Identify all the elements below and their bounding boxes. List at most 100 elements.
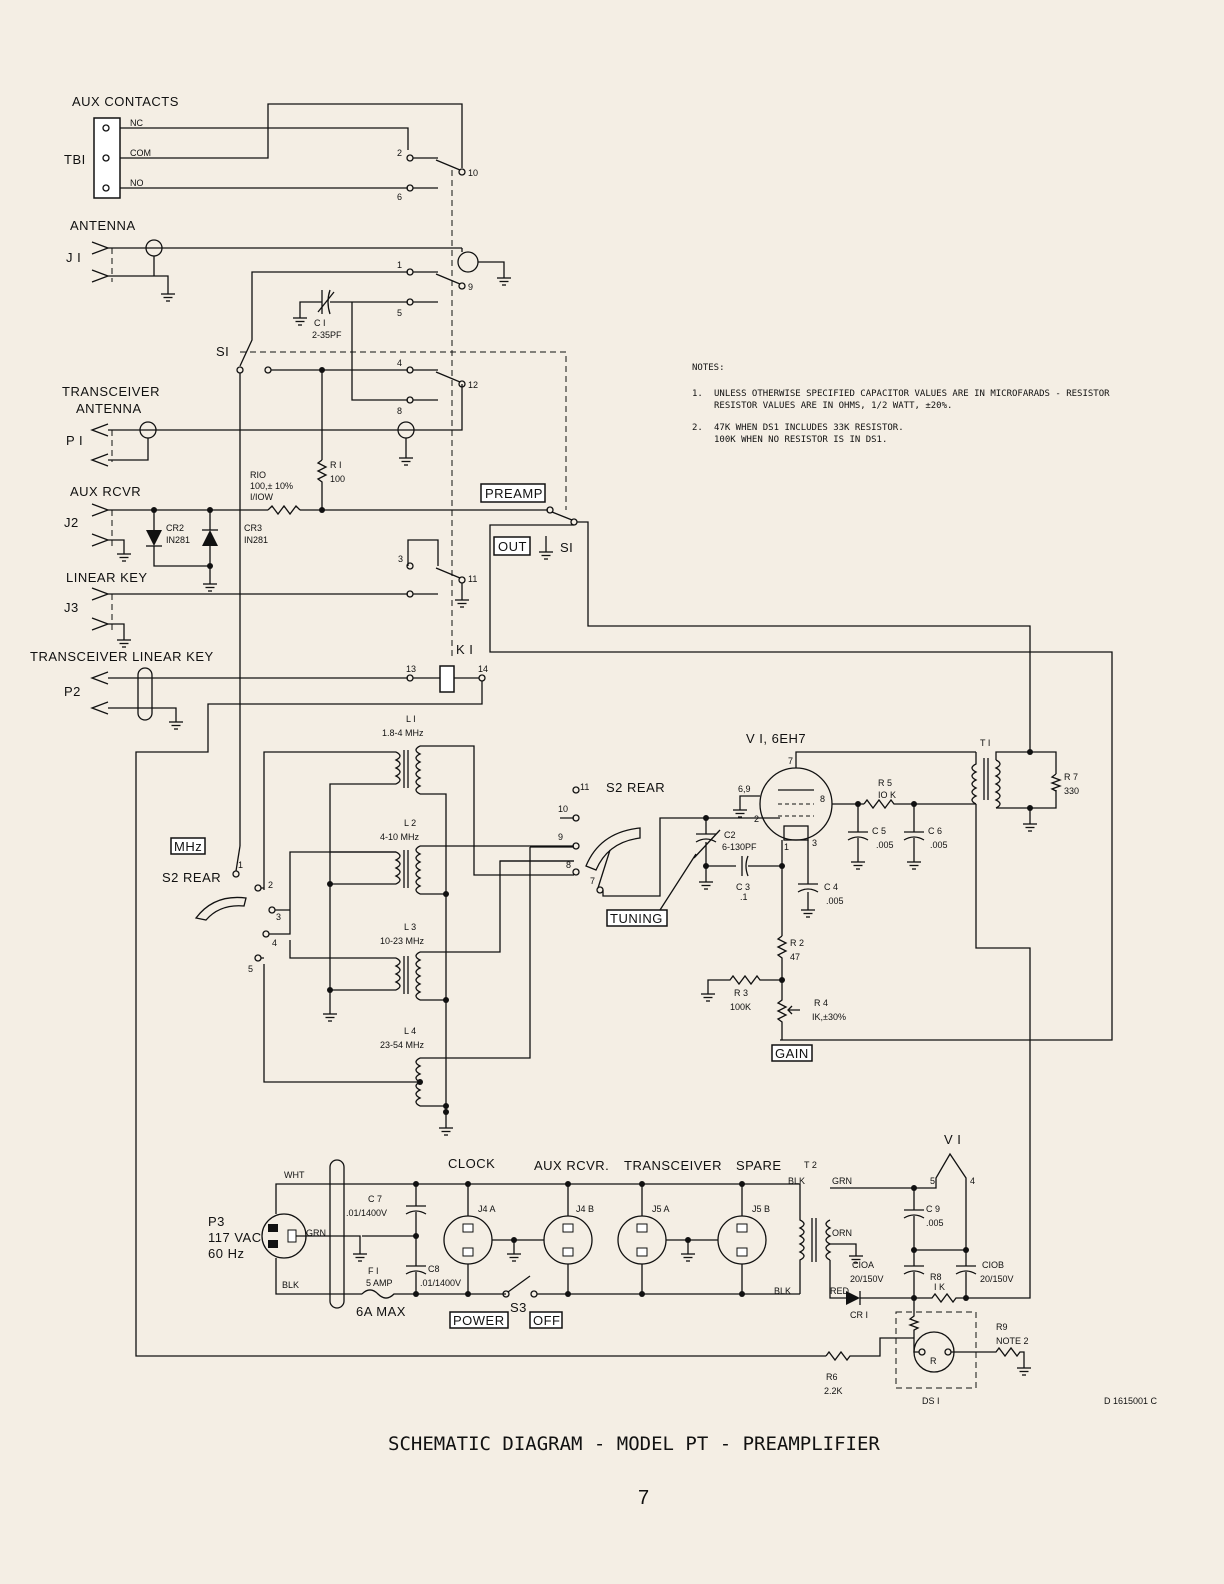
out-label: OUT (498, 539, 527, 554)
max-label: 6A MAX (356, 1304, 406, 1319)
grn-label-a: GRN (306, 1228, 326, 1238)
t2-label: T 2 (804, 1160, 817, 1170)
r1-value: 100 (330, 474, 345, 484)
r3-label: R 3 (734, 988, 748, 998)
ds1-lamp (913, 1331, 955, 1373)
s2r-pin-11: 11 (580, 782, 589, 792)
c4-value: .005 (826, 896, 844, 906)
note-1-line-1: UNLESS OTHERWISE SPECIFIED CAPACITOR VAL… (714, 389, 1110, 399)
s2l-pin-5: 5 (248, 964, 253, 974)
l3-value: 10-23 MHz (380, 936, 425, 946)
l2-label: L 2 (404, 818, 416, 828)
spare-label: SPARE (736, 1158, 782, 1173)
mhz-label: MHz (174, 839, 202, 854)
document-number: D 1615001 C (1104, 1396, 1158, 1406)
transceiver-label: TRANSCEIVER (624, 1158, 722, 1173)
r9-label: R9 (996, 1322, 1008, 1332)
r6-value: 2.2K (824, 1386, 843, 1396)
c5-label: C 5 (872, 826, 886, 836)
cr2-value: IN281 (166, 535, 190, 545)
k1-relay-coil (439, 665, 455, 693)
note-1-number: 1. (692, 389, 703, 399)
l1-value: 1.8-4 MHz (382, 728, 424, 738)
pin-6-label: 6 (397, 192, 402, 202)
pin-14-label: 14 (478, 664, 488, 674)
r1-label: R I (330, 460, 342, 470)
r4-label: R 4 (814, 998, 828, 1008)
r4-value: IK,±30% (812, 1012, 846, 1022)
r10-label: RIO (250, 470, 266, 480)
clock-label: CLOCK (448, 1156, 495, 1171)
pin-11-label: 11 (468, 574, 477, 584)
p2-label: P2 (64, 684, 81, 699)
p1-label: P I (66, 433, 83, 448)
amplifier-stage: V I, 6EH7 7 2 1 3 8 6,9 R 5 IO K C 5 .00… (606, 731, 1079, 1186)
s1-label: SI (216, 344, 229, 359)
com-label: COM (130, 148, 151, 158)
aux-rcvr-label: AUX RCVR (70, 484, 141, 499)
ds1-outline (895, 1311, 977, 1389)
j4b-label: J4 B (576, 1204, 594, 1214)
s2-rear-right-label: S2 REAR (606, 780, 665, 795)
t1-label: T I (980, 738, 990, 748)
trx-linear-key-section: TRANSCEIVER LINEAR KEY P2 K I 13 14 (30, 642, 826, 1357)
v1-pin-7: 7 (788, 756, 793, 766)
pin-69-label: 6,9 (738, 784, 751, 794)
j1-label: J I (66, 250, 81, 265)
s2l-pin-3: 3 (276, 912, 281, 922)
c2-label: C2 (724, 830, 736, 840)
s2l-pin-4: 4 (272, 938, 277, 948)
c7-value: .01/1400V (346, 1208, 387, 1218)
r2-value: 47 (790, 952, 800, 962)
linear-key-label: LINEAR KEY (66, 570, 148, 585)
l4-value: 23-54 MHz (380, 1040, 425, 1050)
c8-value: .01/1400V (420, 1278, 461, 1288)
j4a-label: J4 A (478, 1204, 496, 1214)
aux-rcvr2-label: AUX RCVR. (534, 1158, 609, 1173)
orn-label: ORN (832, 1228, 852, 1238)
s2-rear-left: MHz S2 REAR 1 2 3 4 5 (162, 837, 291, 974)
s2r-pin-8: 8 (566, 860, 571, 870)
k1-label: K I (456, 642, 473, 657)
notes-title: NOTES: (692, 363, 725, 373)
aux-rcvr-section: AUX RCVR J2 R I 100 RIO 100,± 10% I/IOW … (64, 459, 1113, 1041)
cr3-value: IN281 (244, 535, 268, 545)
out-tag (493, 536, 531, 556)
r3-value: 100K (730, 1002, 751, 1012)
c5-value: .005 (876, 840, 894, 850)
pin-2-label: 2 (397, 148, 402, 158)
preamp-label: PREAMP (485, 486, 543, 501)
gain-tag (771, 1044, 813, 1062)
c2-value: 6-130PF (722, 842, 757, 852)
gain-label: GAIN (775, 1046, 809, 1061)
v1-pin-8: 8 (820, 794, 825, 804)
antenna-label: ANTENNA (70, 218, 136, 233)
j2-label: J2 (64, 515, 79, 530)
s3-label: S3 (510, 1300, 527, 1315)
note-2-line-1: 47K WHEN DS1 INCLUDES 33K RESISTOR. (714, 423, 904, 433)
preamp-tag (480, 483, 546, 503)
c1-value: 2-35PF (312, 330, 342, 340)
r6-label: R6 (826, 1372, 838, 1382)
pin-3-label: 3 (398, 554, 403, 564)
blk-label-c: BLK (774, 1286, 791, 1296)
s2-rear-left-label: S2 REAR (162, 870, 221, 885)
linear-key-section: 3 11 LINEAR KEY J3 (64, 539, 477, 648)
p3-voltage: 117 VAC (208, 1230, 262, 1245)
r5-value: IO K (878, 790, 896, 800)
pin-5-label: 5 (397, 308, 402, 318)
blk-label-b: BLK (788, 1176, 805, 1186)
l4-label: L 4 (404, 1026, 416, 1036)
note-2-number: 2. (692, 423, 703, 433)
r8-label: R8 (930, 1272, 942, 1282)
ds1-r-label: R (930, 1356, 937, 1366)
trx-antenna-label-2: ANTENNA (76, 401, 142, 416)
tuning-tag (606, 909, 668, 927)
off-tag (529, 1311, 563, 1329)
pin-4-label: 4 (397, 358, 402, 368)
wht-label: WHT (284, 1170, 305, 1180)
l1-label: L I (406, 714, 416, 724)
r9-note: NOTE 2 (996, 1336, 1029, 1346)
c9-label: C 9 (926, 1204, 940, 1214)
